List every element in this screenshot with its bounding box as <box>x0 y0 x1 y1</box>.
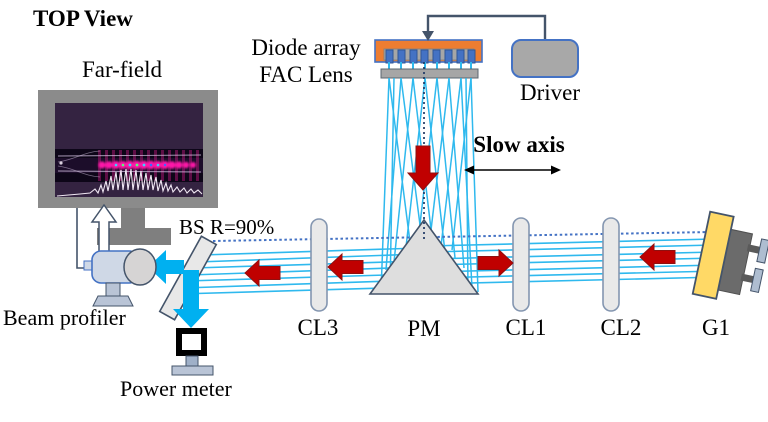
arrow-left-cl3-bs <box>244 258 281 288</box>
lens-cl1 <box>512 217 530 312</box>
beam-profiler <box>83 248 157 307</box>
diode-array-label: Diode array FAC Lens <box>238 34 374 88</box>
slow-axis-label: Slow axis <box>473 132 565 157</box>
cl2-label: CL2 <box>600 315 642 340</box>
arrow-left-pm-cl3 <box>327 252 364 282</box>
far-field-image <box>55 103 203 197</box>
grating-face <box>691 210 735 300</box>
lens-cl3 <box>310 218 328 312</box>
fac-lens <box>380 68 479 79</box>
wire-arrowhead <box>422 31 434 41</box>
optical-axis-dotted <box>212 231 712 242</box>
arrow-right-pm-cl1 <box>477 248 514 278</box>
power-meter-head <box>176 328 207 356</box>
adjuster-shaft-top <box>746 244 761 254</box>
monitor-neck <box>121 208 145 228</box>
monitor <box>38 90 218 245</box>
diode-array <box>374 39 483 64</box>
power-meter <box>171 328 214 376</box>
page-title: TOP View <box>33 6 133 31</box>
cl1-label: CL1 <box>505 315 547 340</box>
power-meter-base <box>171 365 214 376</box>
beam-arrow-to-power-meter <box>173 270 209 328</box>
pm-label: PM <box>407 316 441 341</box>
driver-box <box>511 39 579 78</box>
arrow-left-g1-cl2 <box>639 242 676 272</box>
beam-profiler-label: Beam profiler <box>3 305 126 330</box>
adjuster-knob-bottom <box>750 267 764 294</box>
far-field-trace <box>56 168 203 197</box>
beam-arrow-to-profiler <box>148 250 184 284</box>
direction-arrows <box>244 145 676 288</box>
g1-label: G1 <box>701 315 731 340</box>
beam-splitter-label: BS R=90% <box>179 215 275 239</box>
adjuster-shaft-bottom <box>740 273 755 284</box>
profiler-post <box>105 282 121 297</box>
grating-g1 <box>691 210 768 300</box>
profiler-monitor-wire <box>76 208 91 269</box>
vertical-beam-fan <box>380 77 479 293</box>
far-field-label: Far-field <box>81 57 162 82</box>
profiler-lens <box>123 248 157 286</box>
arrow-down <box>406 145 440 191</box>
emitter-beams <box>388 62 472 69</box>
fac-lens-label: FAC Lens <box>259 62 353 87</box>
lens-cl2 <box>602 217 620 312</box>
driver-wire <box>426 14 547 40</box>
cl3-label: CL3 <box>297 315 339 340</box>
diode-emitters <box>385 49 476 64</box>
diode-array-label-line1: Diode array <box>251 35 361 60</box>
slow-axis-arrow <box>464 165 561 175</box>
profiler-base <box>92 295 134 307</box>
prism-pm <box>368 218 480 295</box>
power-meter-label: Power meter <box>120 376 232 401</box>
beam-right-arm <box>427 238 720 285</box>
power-meter-post <box>185 355 199 367</box>
monitor-base <box>97 228 171 245</box>
driver-label: Driver <box>519 80 581 105</box>
adjuster-knob-top <box>756 238 768 264</box>
